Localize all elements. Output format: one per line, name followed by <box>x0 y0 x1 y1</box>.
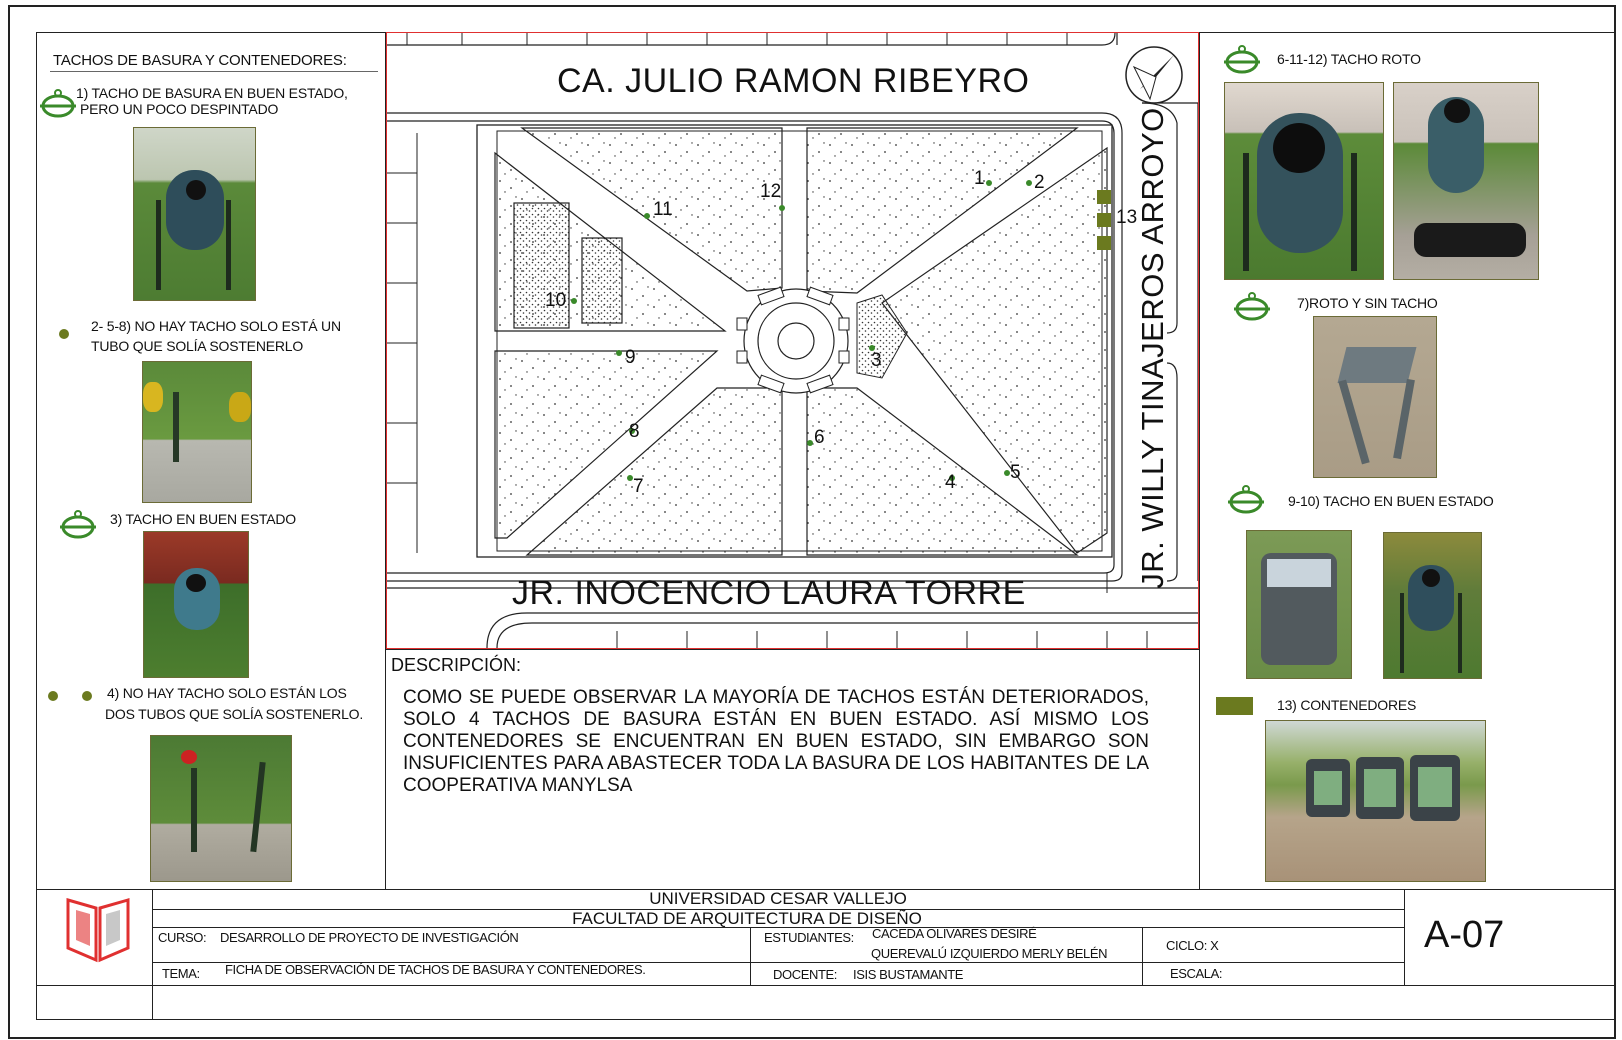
bin-good-icon <box>1228 485 1264 514</box>
photo-bin-3 <box>143 531 249 678</box>
tb-divider <box>750 927 751 985</box>
legend-underline <box>50 71 378 72</box>
bin-broken-icon <box>1234 292 1270 321</box>
students-label: ESTUDIANTES: <box>764 930 854 945</box>
point-label: 12 <box>760 181 782 202</box>
legend-item-1b: PERO UN POCO DESPINTADO <box>80 101 279 117</box>
scale: ESCALA: <box>1170 966 1223 981</box>
tb-rule <box>152 962 1404 963</box>
tb-bottom-rule <box>36 985 1616 986</box>
point-label: 5 <box>1010 462 1021 483</box>
map-frame <box>386 32 1199 649</box>
theme-label: TEMA: <box>162 966 200 981</box>
teacher-label: DOCENTE: <box>773 967 837 982</box>
tb-divider <box>1142 927 1143 985</box>
student-1: CACEDA OLIVARES DESIRÉ <box>872 926 1037 941</box>
photo-bin-1 <box>133 127 256 301</box>
bin-good-icon <box>40 89 76 118</box>
photo-broken-bin-11 <box>1393 82 1539 280</box>
container-icon <box>1216 697 1253 715</box>
student-2: QUEREVALÚ IZQUIERDO MERLY BELÉN <box>871 946 1108 961</box>
site-plan <box>387 33 1198 648</box>
tube-icon <box>59 329 69 339</box>
sheet-number: A-07 <box>1424 914 1505 956</box>
point-label: 4 <box>945 472 956 493</box>
legend-item-13: 13) CONTENEDORES <box>1277 697 1417 713</box>
bin-broken-icon <box>1224 45 1260 74</box>
street-right: JR. WILLY TINAJEROS ARROYO <box>1135 107 1170 589</box>
point-label: 11 <box>653 199 673 220</box>
legend-heading: TACHOS DE BASURA Y CONTENEDORES: <box>53 52 347 69</box>
legend-item-3: 3) TACHO EN BUEN ESTADO <box>110 511 296 527</box>
titleblock-top-rule <box>36 889 1616 890</box>
legend-item-4: 4) NO HAY TACHO SOLO ESTÁN LOS <box>107 685 347 701</box>
tb-rule <box>152 927 1404 928</box>
theme-value: FICHA DE OBSERVACIÓN DE TACHOS DE BASURA… <box>225 962 646 977</box>
point-label: 9 <box>625 347 636 368</box>
photo-tube-2 <box>142 361 252 503</box>
point-label: 10 <box>545 290 567 311</box>
legend-item-7: 7)ROTO Y SIN TACHO <box>1297 295 1438 311</box>
university-logo <box>66 898 130 963</box>
point-label: 13 <box>1116 207 1138 228</box>
point-label: 7 <box>633 476 644 497</box>
point-label: 8 <box>629 421 640 442</box>
faculty-name: FACULTAD DE ARQUITECTURA DE DISEÑO <box>572 909 922 928</box>
legend-item-6: 6-11-12) TACHO ROTO <box>1277 51 1421 67</box>
divider-right <box>1199 32 1200 890</box>
description-text: COMO SE PUEDE OBSERVAR LA MAYORÍA DE TAC… <box>403 687 1149 796</box>
divider-left <box>385 32 386 890</box>
point-label: 3 <box>871 350 882 371</box>
photo-containers-13 <box>1265 720 1486 882</box>
photo-broken-7 <box>1313 316 1437 478</box>
street-bottom: JR. INOCENCIO LAURA TORRE <box>512 574 1026 612</box>
course-value: DESARROLLO DE PROYECTO DE INVESTIGACIÓN <box>220 930 519 945</box>
tb-divider <box>152 889 153 1020</box>
cycle: CICLO: X <box>1166 938 1219 953</box>
description-divider <box>386 649 1199 650</box>
course-label: CURSO: <box>158 930 207 945</box>
point-label: 6 <box>814 427 825 448</box>
legend-item-2: 2- 5-8) NO HAY TACHO SOLO ESTÁ UN <box>91 318 341 334</box>
point-label: 1 <box>974 168 985 189</box>
legend-item-2b: TUBO QUE SOLÍA SOSTENERLO <box>91 338 304 354</box>
photo-broken-bin-6 <box>1224 82 1384 280</box>
tubes-icon <box>48 691 92 701</box>
description-title: DESCRIPCIÓN: <box>391 655 522 675</box>
legend-item-1: 1) TACHO DE BASURA EN BUEN ESTADO, <box>76 85 348 101</box>
photo-tubes-4 <box>150 735 292 882</box>
legend-item-9: 9-10) TACHO EN BUEN ESTADO <box>1288 493 1494 509</box>
street-top: CA. JULIO RAMON RIBEYRO <box>557 62 1030 100</box>
bin-good-icon <box>60 510 96 539</box>
teacher-value: ISIS BUSTAMANTE <box>853 967 964 982</box>
tb-divider <box>1404 889 1405 985</box>
tb-rule <box>152 909 1404 910</box>
university-name: UNIVERSIDAD CESAR VALLEJO <box>649 889 907 908</box>
legend-item-4b: DOS TUBOS QUE SOLÍA SOSTENERLO. <box>105 706 364 722</box>
point-label: 2 <box>1034 172 1045 193</box>
photo-bin-9 <box>1246 530 1352 679</box>
photo-bin-10 <box>1383 532 1482 679</box>
